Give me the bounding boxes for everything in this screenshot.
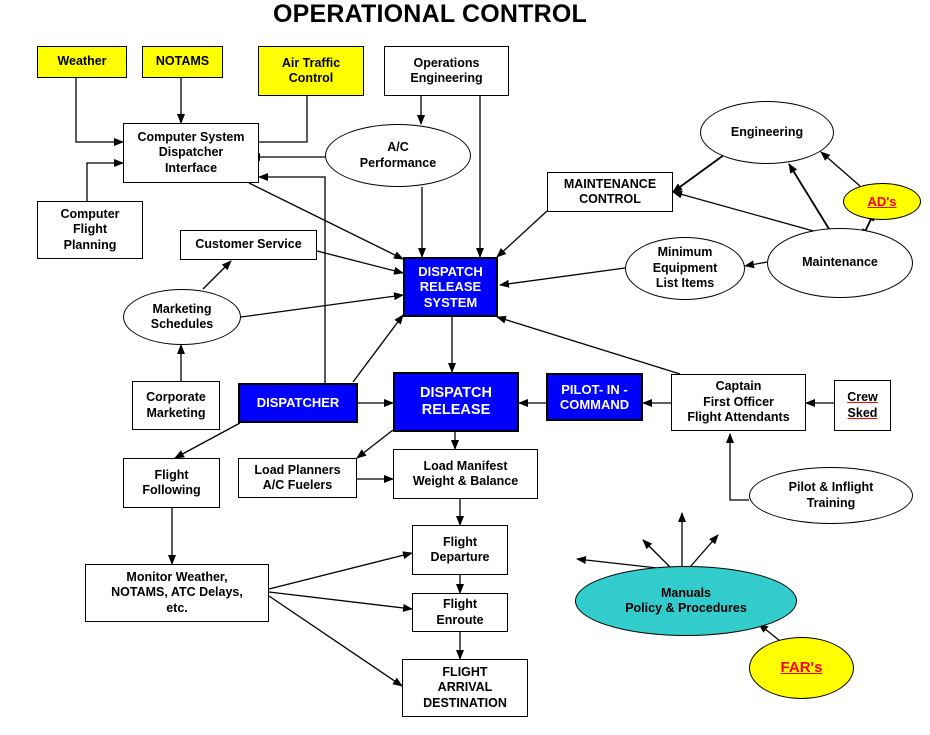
edge-weather-computer-system	[75, 77, 124, 146]
maintenance-ellipse: Maintenance	[767, 228, 913, 298]
load-manifest-box: Load Manifest Weight & Balance	[393, 449, 538, 499]
pilot-inflight-training-ellipse: Pilot & Inflight Training	[749, 467, 913, 524]
edge-maint-control-drs	[496, 210, 548, 258]
engineering-ellipse: Engineering	[700, 101, 834, 164]
edge-manuals-ray-upleft	[642, 539, 671, 568]
edge-mel-drs	[499, 267, 626, 288]
flight-arrival-box: FLIGHT ARRIVAL DESTINATION	[402, 659, 528, 717]
edge-marketing-drs	[240, 292, 404, 318]
edge-ads-engineering	[820, 151, 861, 187]
minimum-equipment-ellipse: Minimum Equipment List Items	[625, 237, 745, 300]
edge-engineering-maint-control	[672, 146, 736, 193]
ads-ellipse: AD's	[843, 183, 921, 220]
edge-manuals-ray-upright	[689, 534, 719, 568]
dispatch-release-system-box: DISPATCH RELEASE SYSTEM	[403, 257, 498, 317]
notams-box: NOTAMS	[142, 46, 223, 78]
computer-flight-planning-box: Computer Flight Planning	[37, 201, 143, 259]
dispatcher-box: DISPATCHER	[238, 383, 358, 423]
dispatch-release-box: DISPATCH RELEASE	[393, 372, 519, 432]
flight-enroute-box: Flight Enroute	[412, 593, 508, 632]
marketing-schedules-ellipse: Marketing Schedules	[123, 289, 241, 345]
edge-maintenance-mel	[744, 260, 768, 269]
fars-label: FAR's	[780, 659, 823, 677]
weather-box: Weather	[37, 46, 127, 78]
edge-dispatcher-computer-system	[258, 173, 326, 383]
edge-captain-drs	[496, 315, 681, 375]
diagram-title: OPERATIONAL CONTROL	[273, 0, 587, 28]
edge-maintenance-engineering	[788, 163, 839, 245]
fars-ellipse: FAR's	[749, 637, 854, 699]
crew-sked-box: Crew Sked	[834, 380, 891, 431]
edge-monitor-arrival	[268, 595, 403, 687]
customer-service-box: Customer Service	[180, 230, 317, 260]
operations-engineering-box: Operations Engineering	[384, 46, 509, 96]
edge-training-captain	[726, 433, 749, 501]
pilot-in-command-box: PILOT- IN - COMMAND	[546, 373, 643, 421]
computer-system-box: Computer System Dispatcher Interface	[123, 123, 259, 183]
corporate-marketing-box: Corporate Marketing	[132, 381, 220, 430]
air-traffic-control-box: Air Traffic Control	[258, 46, 364, 96]
edge-cfp-computer-system	[86, 159, 124, 201]
edge-fars-manuals	[758, 623, 781, 642]
edge-monitor-enroute	[268, 591, 413, 612]
edge-atc-computer-system	[249, 96, 308, 146]
edge-computer-system-drs	[248, 182, 404, 260]
load-planners-box: Load Planners A/C Fuelers	[238, 458, 357, 498]
edge-manuals-ray-left	[576, 556, 658, 569]
edge-monitor-departure	[268, 551, 413, 590]
edge-dispatcher-drs	[352, 314, 404, 383]
ac-performance-ellipse: A/C Performance	[325, 124, 471, 187]
crew-sked-label: Crew Sked	[847, 390, 878, 420]
captain-crew-box: Captain First Officer Flight Attendants	[671, 374, 806, 431]
edge-marketing-customer-service	[202, 260, 232, 290]
flight-departure-box: Flight Departure	[412, 525, 508, 575]
edge-dispatcher-flight-following	[174, 422, 241, 459]
maintenance-control-box: MAINTENANCE CONTROL	[547, 172, 673, 212]
edge-customer-service-drs	[316, 250, 404, 275]
monitor-weather-box: Monitor Weather, NOTAMS, ATC Delays, etc…	[85, 564, 269, 622]
manuals-ellipse: Manuals Policy & Procedures	[575, 566, 797, 636]
flight-following-box: Flight Following	[123, 458, 220, 508]
edge-dispatch-release-load-planners	[356, 429, 394, 459]
ads-label: AD's	[867, 193, 897, 209]
